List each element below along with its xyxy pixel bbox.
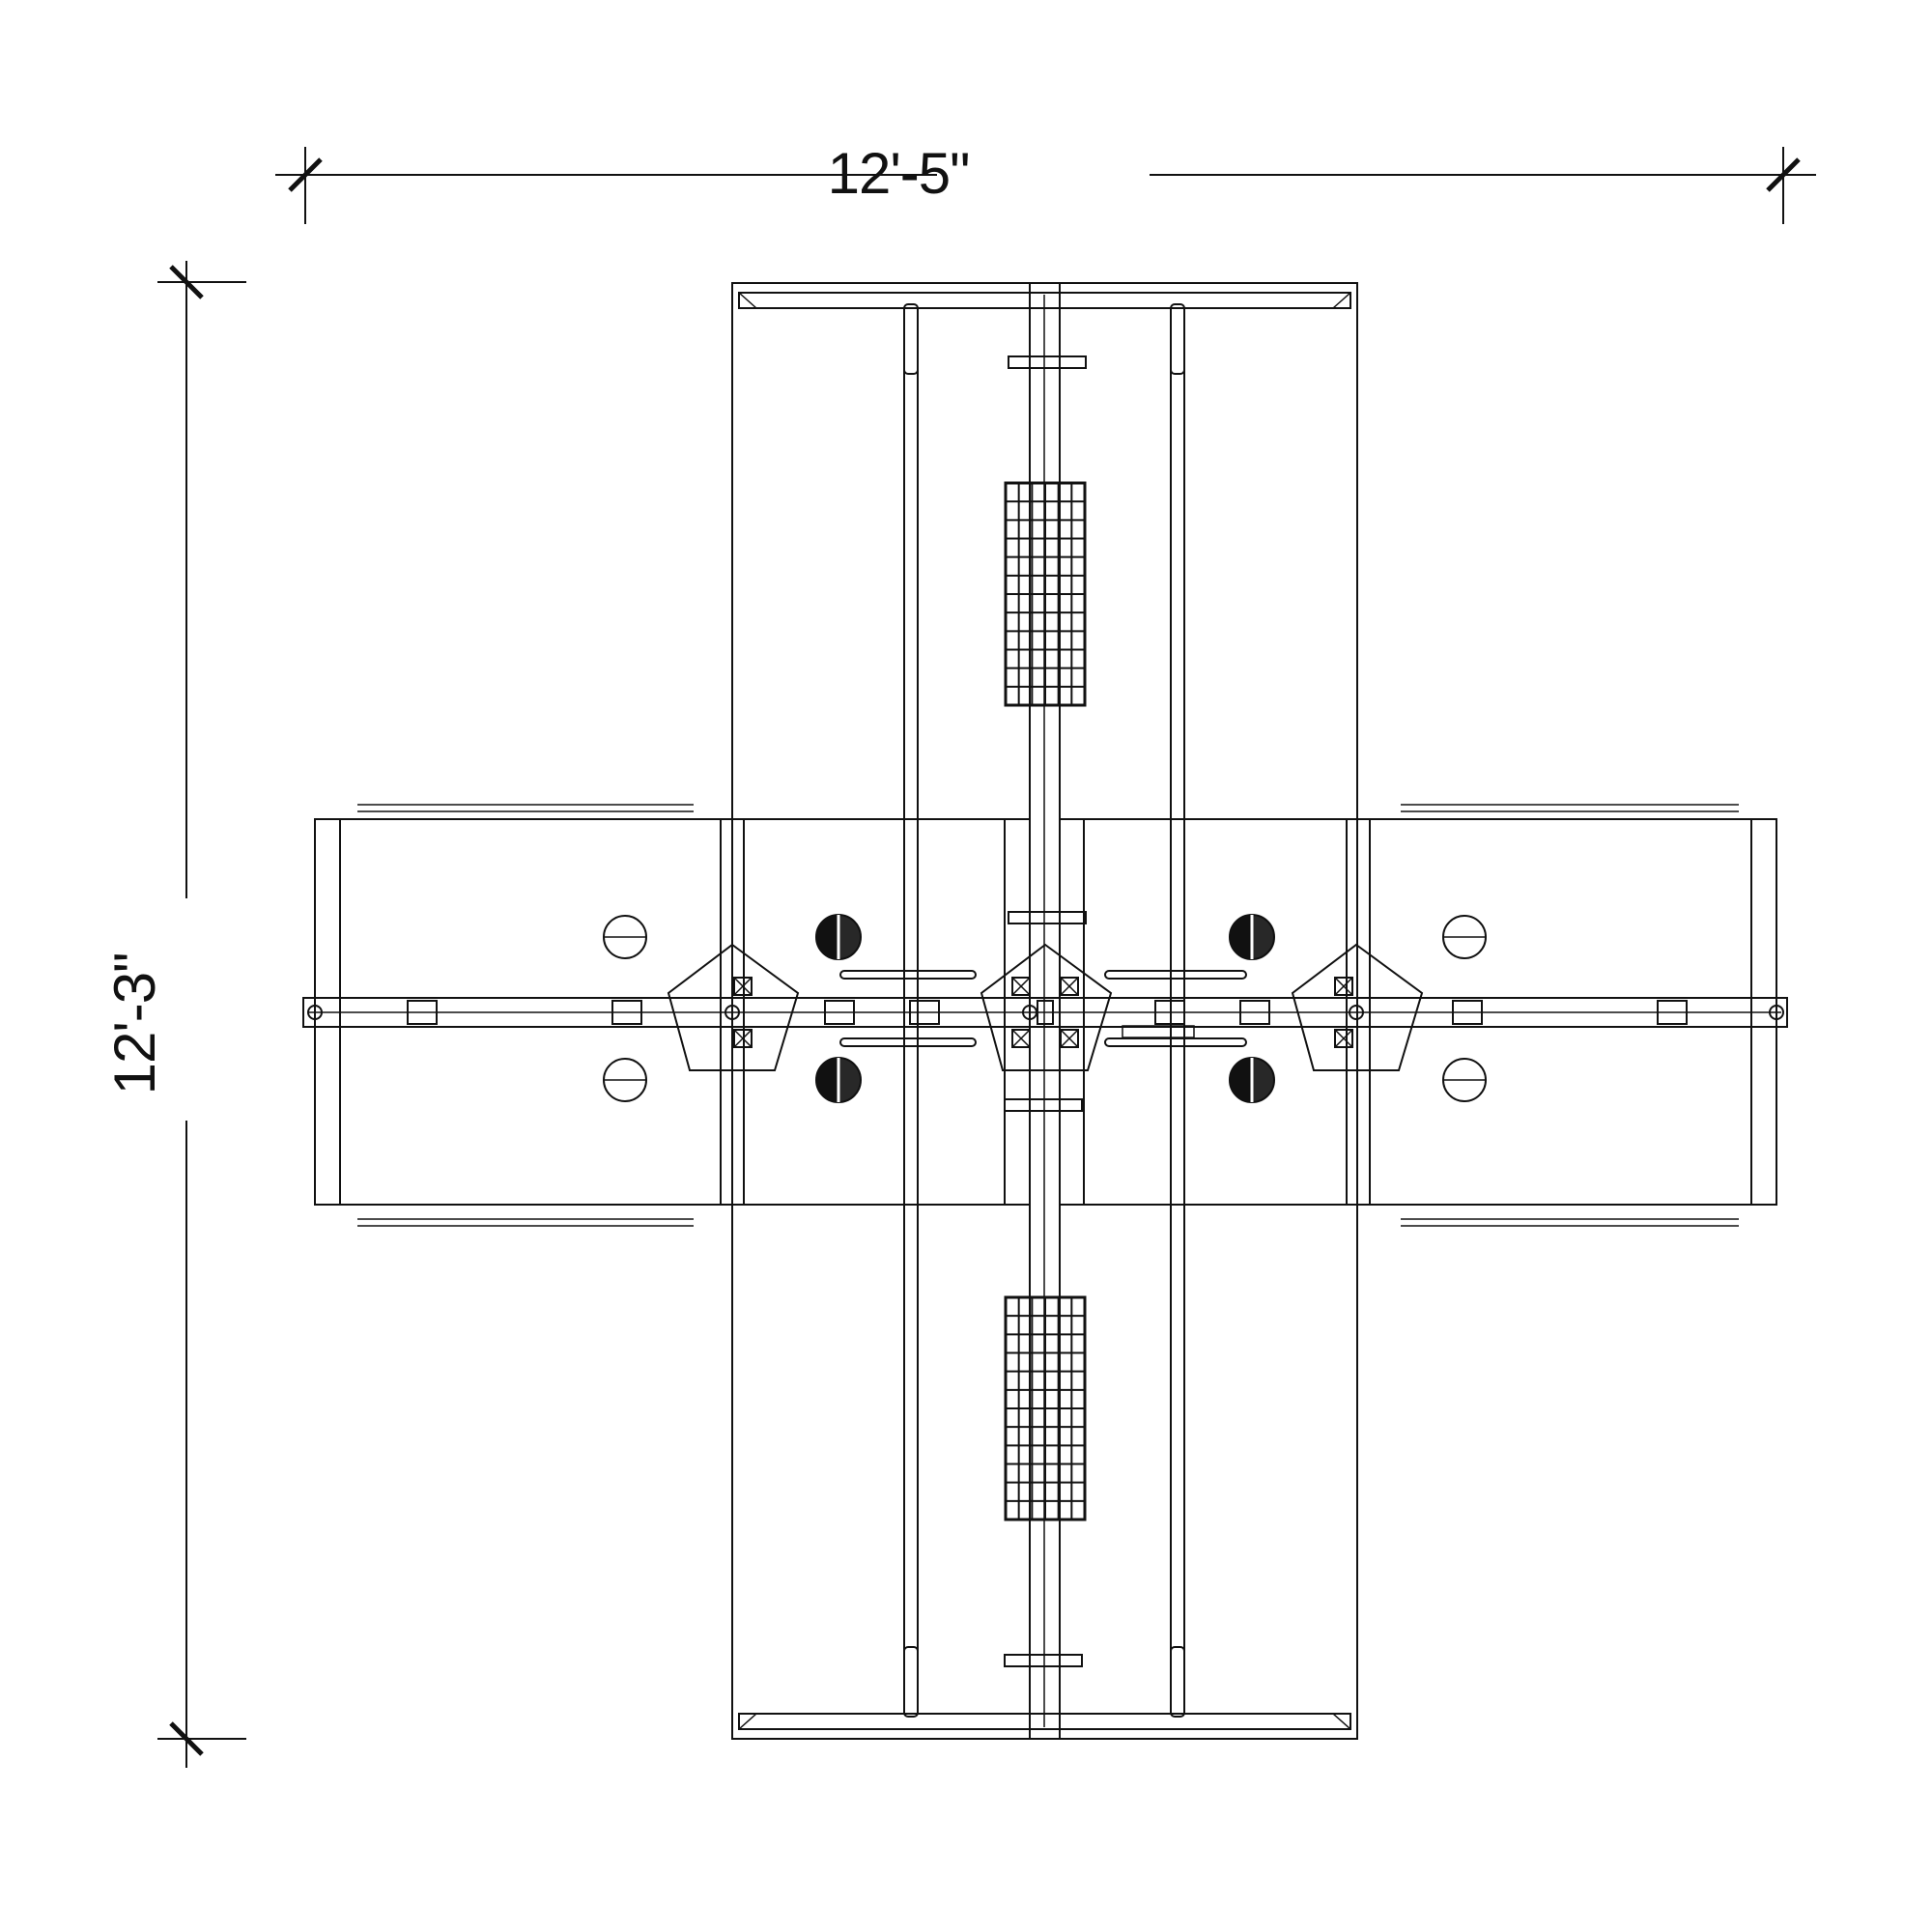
height-dimension	[157, 261, 246, 1768]
wire-basket-north	[1004, 481, 1087, 707]
grommets-open	[603, 915, 1487, 1102]
monitor-arm-bars	[839, 970, 1247, 1047]
wire-basket-south	[1004, 1295, 1087, 1521]
power-hub-west	[667, 943, 800, 1071]
east-desks	[1059, 804, 1777, 1227]
grommets-filled	[815, 914, 1275, 1103]
power-hub-center	[980, 943, 1113, 1071]
width-dimension-label: 12'-5"	[827, 141, 971, 206]
power-hub-east	[1291, 943, 1424, 1071]
width-dimension	[275, 147, 1816, 224]
west-desks	[314, 804, 1031, 1227]
height-dimension-label: 12'-3"	[102, 952, 167, 1095]
horizontal-beam	[302, 997, 1788, 1028]
